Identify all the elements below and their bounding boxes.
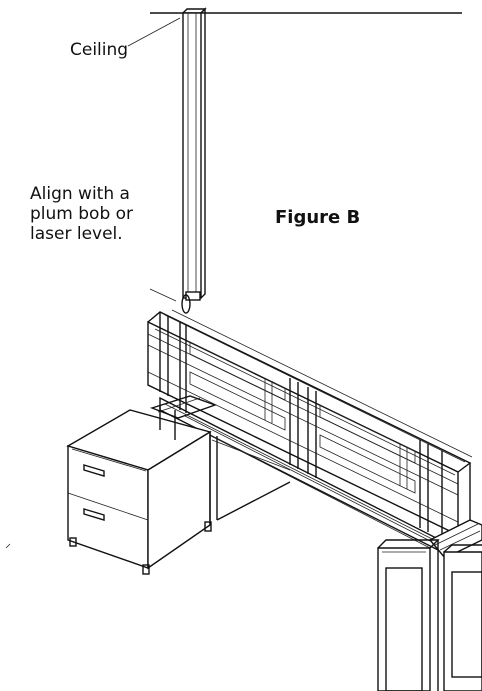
leg-frame-right [443,544,482,691]
ceiling-label: Ceiling [70,40,129,60]
align-line-3: laser level. [30,224,123,244]
right-bracket [428,519,482,559]
edge-mark [5,543,11,549]
file-pedestal [66,395,218,575]
align-line-2: plum bob or [30,204,134,224]
vertical-post [182,7,207,301]
plumb-arrow [149,288,177,302]
plumb-bob [181,294,191,314]
align-instruction: Align with a plum bob or laser level. [30,184,133,244]
panel-frame [147,309,473,558]
align-line-1: Align with a [30,184,130,204]
ceiling-pointer [127,17,181,47]
leg-frame-left [377,539,440,691]
figure-title: Figure B [275,207,361,228]
desk-return [209,432,291,525]
